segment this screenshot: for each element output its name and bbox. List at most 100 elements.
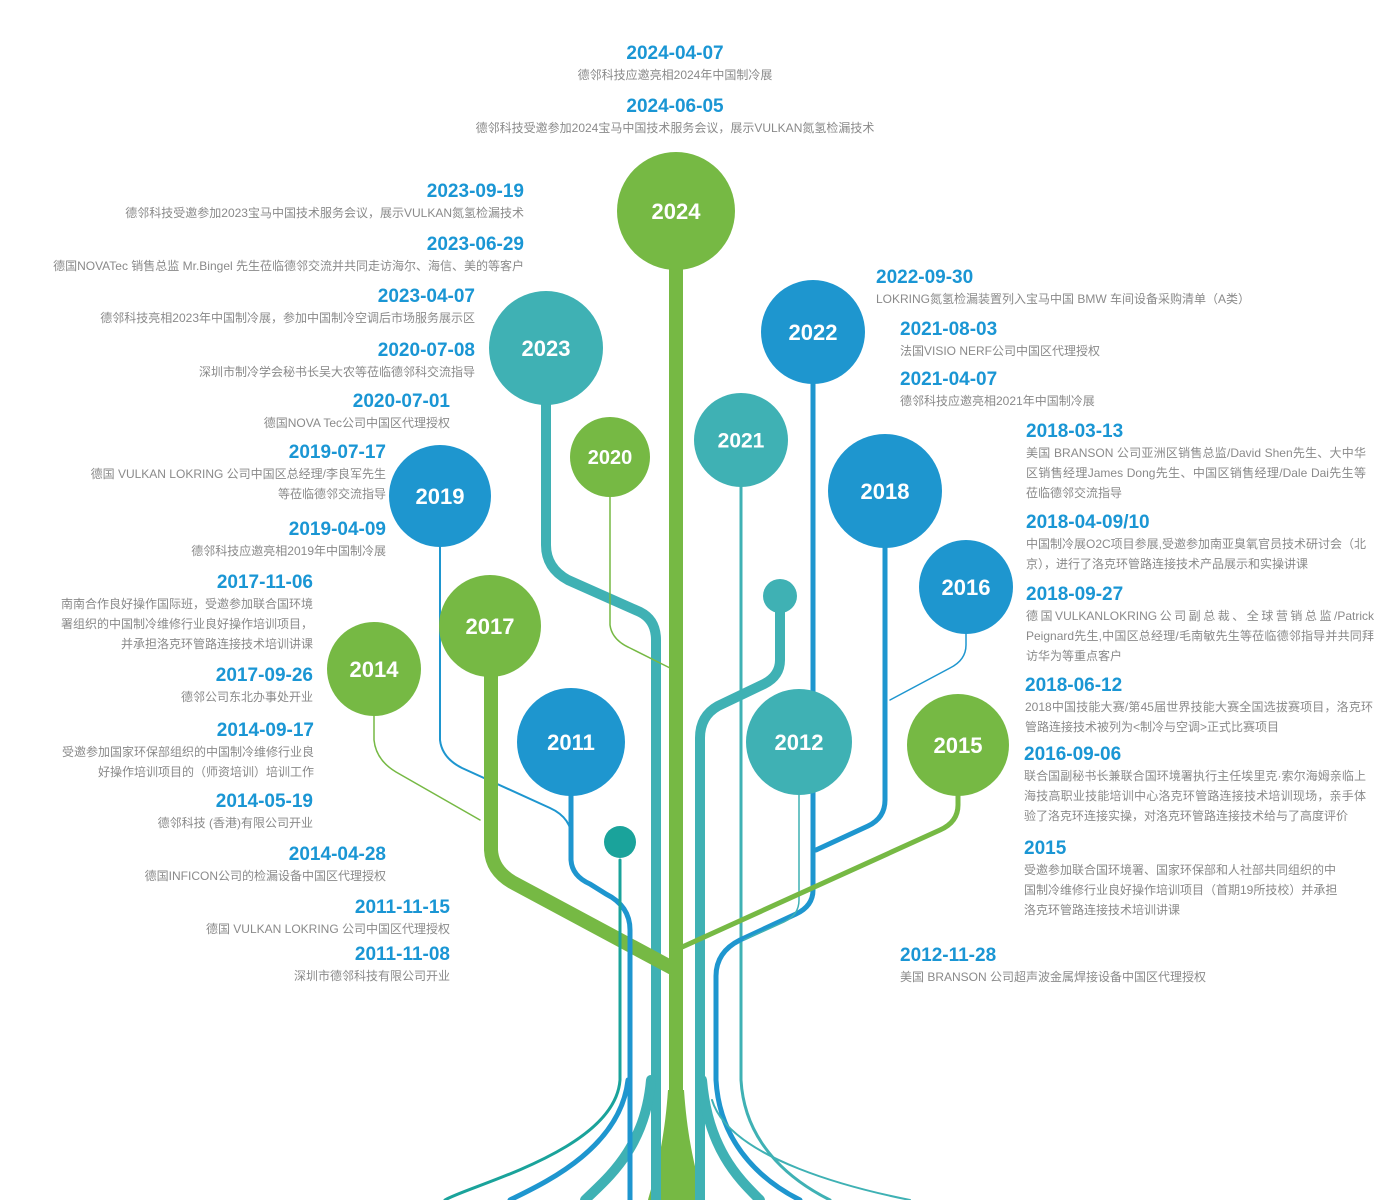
event-desc: LOKRING氮氢检漏装置列入宝马中国 BMW 车间设备采购清单（A类） [876, 292, 1251, 306]
event-2019-04-09: 2019-04-09 德邻科技应邀亮相2019年中国制冷展 [120, 518, 386, 561]
branch-2020 [609, 489, 671, 669]
branch-2023 [541, 375, 661, 1200]
event-desc: 受邀参加国家环保部组织的中国制冷维修行业良好操作培训项目的（师资培训）培训工作 [61, 745, 314, 779]
branch-dot-right [695, 605, 785, 1200]
event-2015: 2015 受邀参加联合国环境署、国家环保部和人社部共同组织的中国制冷维修行业良好… [1024, 837, 1344, 920]
event-2014-09-17: 2014-09-17 受邀参加国家环保部组织的中国制冷维修行业良好操作培训项目的… [60, 719, 314, 782]
event-desc: 美国 BRANSON 公司亚洲区销售总监/David Shen先生、大中华区销售… [1026, 446, 1366, 500]
branch-2015 [677, 792, 961, 951]
event-date: 2016-09-06 [1024, 744, 1122, 765]
event-date: 2014-09-17 [216, 720, 314, 741]
event-date: 2019-04-09 [288, 519, 386, 540]
event-2018-04-09-10: 2018-04-09/10 中国制冷展O2C项目参展,受邀参加南亚臭氧官员技术研… [1026, 511, 1366, 574]
event-desc: 深圳市德邻科技有限公司开业 [293, 969, 450, 983]
year-node-2023: 2023 [489, 291, 603, 405]
event-2020-07-01: 2020-07-01 德国NOVA Tec公司中国区代理授权 [150, 390, 450, 433]
event-desc: 德邻科技受邀参加2023宝马中国技术服务会议，展示VULKAN氮氢检漏技术 [125, 206, 524, 220]
event-date: 2021-08-03 [900, 319, 998, 340]
year-node-2012: 2012 [746, 689, 852, 795]
event-2018-09-27: 2018-09-27 德国VULKANLOKRING公司副总裁、全球营销总监/P… [1026, 583, 1374, 666]
year-node-2021: 2021 [694, 393, 788, 487]
event-date: 2018-04-09/10 [1026, 512, 1150, 533]
year-circle-2017 [439, 575, 541, 677]
year-circle-2018 [828, 434, 942, 548]
trunk-base [648, 1090, 704, 1200]
year-node-2024: 2024 [617, 152, 735, 270]
event-2018-03-13: 2018-03-13 美国 BRANSON 公司亚洲区销售总监/David Sh… [1026, 420, 1366, 503]
event-2021-08-03: 2021-08-03 法国VISIO NERF公司中国区代理授权 [900, 318, 1200, 361]
small-dot-right [763, 579, 797, 613]
event-desc: 深圳市制冷学会秘书长吴大农等莅临德邻科交流指导 [198, 365, 475, 379]
event-2017-11-06: 2017-11-06 南南合作良好操作国际班，受邀参加联合国环境署组织的中国制冷… [50, 571, 313, 654]
event-date: 2020-07-01 [352, 391, 450, 412]
branch-2018 [813, 542, 888, 853]
year-node-2019: 2019 [389, 445, 491, 547]
year-node-2011: 2011 [517, 688, 625, 796]
event-desc: 德邻科技受邀参加2024宝马中国技术服务会议，展示VULKAN氮氢检漏技术 [475, 121, 875, 135]
branch-2016 [889, 631, 967, 701]
year-circle-2020 [570, 417, 650, 497]
branch-2011-root [507, 1077, 631, 1200]
event-date: 2023-06-29 [426, 234, 524, 255]
event-desc: 德国NOVA Tec公司中国区代理授权 [263, 416, 450, 430]
year-node-2016: 2016 [919, 540, 1013, 634]
year-label: 2014 [350, 657, 400, 682]
event-date: 2022-09-30 [876, 267, 974, 288]
event-date: 2024-06-05 [626, 96, 724, 117]
event-2012-11-28: 2012-11-28 美国 BRANSON 公司超声波金属焊接设备中国区代理授权 [900, 944, 1240, 987]
event-desc: 德邻公司东北办事处开业 [180, 690, 313, 704]
branch-2014 [373, 714, 481, 821]
event-2020-07-08: 2020-07-08 深圳市制冷学会秘书长吴大农等莅临德邻科交流指导 [100, 339, 475, 382]
year-label: 2012 [775, 730, 824, 755]
event-2023-04-07: 2023-04-07 德邻科技亮相2023年中国制冷展，参加中国制冷空调后市场服… [60, 285, 475, 328]
event-2023-09-19: 2023-09-19 德邻科技受邀参加2023宝马中国技术服务会议，展示VULK… [60, 180, 524, 223]
event-desc: 德邻科技应邀亮相2024年中国制冷展 [577, 68, 773, 82]
event-date: 2023-04-07 [377, 286, 475, 307]
branch-2023-root [580, 1075, 656, 1200]
event-2023-06-29: 2023-06-29 德国NOVATec 销售总监 Mr.Bingel 先生莅临… [20, 233, 524, 276]
branch-2022 [713, 377, 816, 1200]
event-2019-07-17: 2019-07-17 德国 VULKAN LOKRING 公司中国区总经理/李良… [80, 441, 386, 504]
event-date: 2020-07-08 [377, 340, 475, 361]
year-label: 2021 [718, 430, 765, 453]
event-2021-04-07: 2021-04-07 德邻科技应邀亮相2021年中国制冷展 [900, 368, 1200, 411]
event-desc: 受邀参加联合国环境署、国家环保部和人社部共同组织的中国制冷维修行业良好操作培训项… [1024, 863, 1338, 917]
event-date: 2021-04-07 [900, 369, 998, 390]
event-2024-06-05: 2024-06-05 德邻科技受邀参加2024宝马中国技术服务会议，展示VULK… [430, 95, 920, 138]
event-date: 2018-09-27 [1026, 584, 1124, 605]
year-label: 2022 [789, 320, 838, 345]
event-desc: 中国制冷展O2C项目参展,受邀参加南亚臭氧官员技术研讨会（北京），进行了洛克环管… [1026, 537, 1367, 571]
event-desc: 2018中国技能大赛/第45届世界技能大赛全国选拔赛项目，洛克环管路连接技术被列… [1025, 700, 1373, 734]
event-date: 2015 [1024, 838, 1067, 859]
year-label: 2015 [934, 733, 983, 758]
year-circle-2012 [746, 689, 852, 795]
tree-branches [373, 233, 967, 1200]
year-circle-2023 [489, 291, 603, 405]
year-label: 2018 [861, 479, 910, 504]
event-desc: 德国NOVATec 销售总监 Mr.Bingel 先生莅临德邻交流并共同走访海尔… [53, 259, 524, 273]
year-circle-2016 [919, 540, 1013, 634]
event-date: 2014-04-28 [288, 844, 386, 865]
year-circle-2021 [694, 393, 788, 487]
event-date: 2014-05-19 [215, 791, 313, 812]
event-date: 2019-07-17 [288, 442, 386, 463]
year-circle-2022 [761, 280, 865, 384]
year-node-2022: 2022 [761, 280, 865, 384]
year-circle-2015 [907, 694, 1009, 796]
small-dots [604, 579, 797, 858]
year-circle-2014 [327, 622, 421, 716]
year-node-2014: 2014 [327, 622, 421, 716]
year-circle-2019 [389, 445, 491, 547]
branch-2017 [484, 668, 683, 977]
event-2024-04-07: 2024-04-07 德邻科技应邀亮相2024年中国制冷展 [460, 42, 890, 85]
event-desc: 德国INFICON公司的检漏设备中国区代理授权 [144, 869, 386, 883]
event-2014-05-19: 2014-05-19 德邻科技 (香港)有限公司开业 [100, 790, 313, 833]
event-desc: 德邻科技 (香港)有限公司开业 [157, 816, 313, 830]
event-date: 2017-11-06 [216, 572, 313, 593]
year-label: 2020 [588, 447, 633, 469]
year-label: 2011 [547, 730, 595, 755]
event-2016-09-06: 2016-09-06 联合国副秘书长兼联合国环境署执行主任埃里克·索尔海姆亲临上… [1024, 743, 1366, 826]
event-desc: 德邻科技应邀亮相2019年中国制冷展 [191, 544, 386, 558]
